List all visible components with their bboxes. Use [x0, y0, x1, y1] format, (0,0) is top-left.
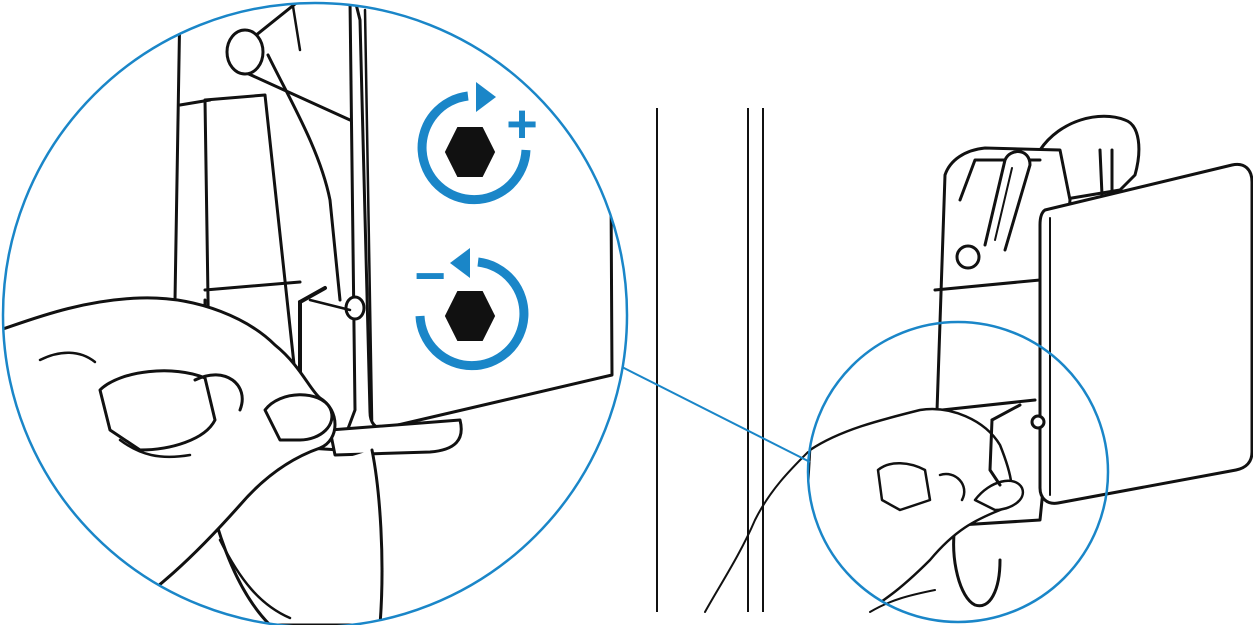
decrease-symbol: − — [414, 246, 446, 306]
mounted-device — [935, 116, 1252, 606]
callout-connector-line — [622, 367, 810, 462]
increase-symbol: + — [506, 94, 538, 154]
hand-small — [800, 405, 1023, 625]
